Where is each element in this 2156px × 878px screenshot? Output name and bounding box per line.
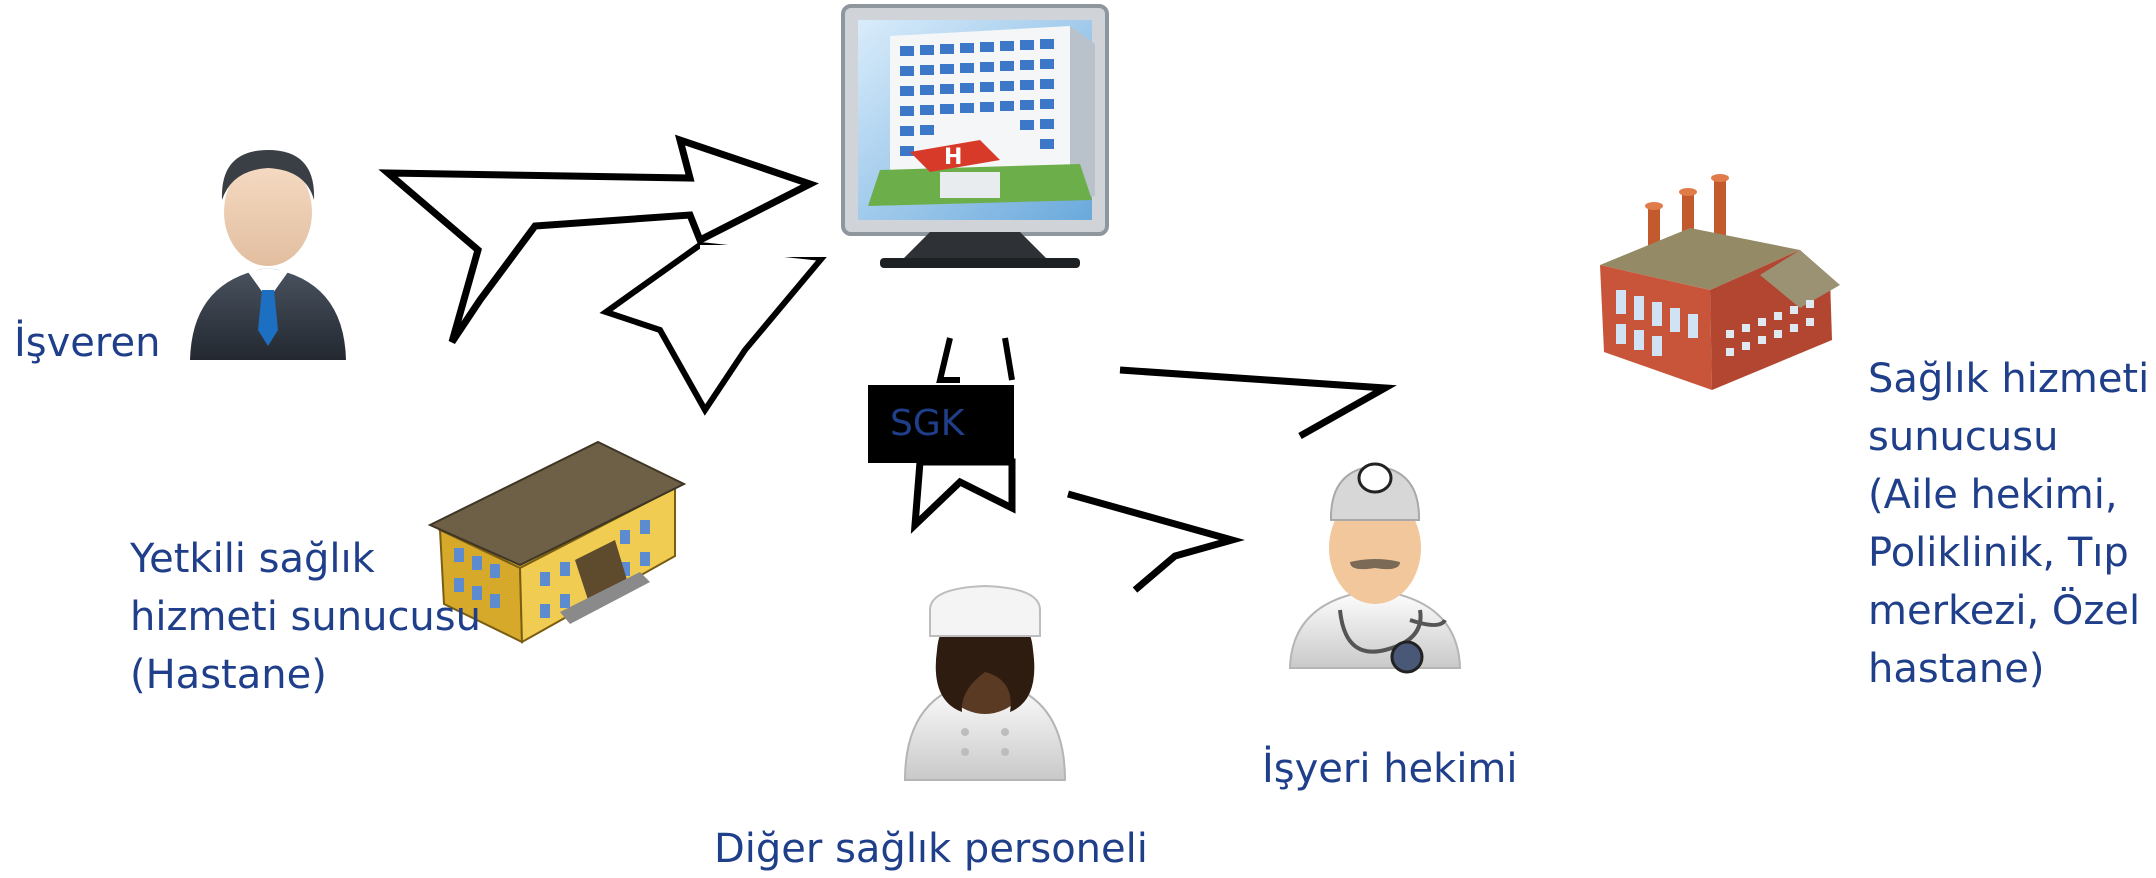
hospital-monitor-icon: H: [841, 4, 1109, 268]
nurse-icon: [903, 584, 1067, 781]
authorized-provider-label: Yetkili sağlık hizmeti sunucusu (Hastane…: [130, 530, 481, 704]
authorized-provider-line-1: Yetkili sağlık: [130, 536, 375, 582]
svg-text:H: H: [944, 145, 962, 170]
arrow-provider-to-hospital: [599, 241, 860, 416]
health-provider-line-6: hastane): [1868, 646, 2045, 692]
factory-icon: [1600, 174, 1840, 390]
businessman-icon: [190, 150, 346, 360]
arrow-sgk-to-provider: [1119, 366, 1397, 440]
health-provider-label: Sağlık hizmeti sunucusu (Aile hekimi, Po…: [1868, 350, 2149, 698]
other-staff-label: Diğer sağlık personeli: [714, 826, 1148, 872]
health-provider-line-3: (Aile hekimi,: [1868, 472, 2118, 518]
health-provider-line-5: merkezi, Özel: [1868, 588, 2141, 634]
health-provider-line-2: sunucusu: [1868, 414, 2059, 460]
health-provider-line-4: Poliklinik, Tıp: [1868, 530, 2129, 576]
school-building-icon: [427, 440, 687, 644]
employer-label: İşveren: [14, 320, 161, 366]
authorized-provider-line-3: (Hastane): [130, 652, 327, 698]
sgk-box: SGK: [868, 385, 1014, 463]
workplace-doctor-label: İşyeri hekimi: [1262, 746, 1518, 792]
arrow-sgk-to-doctor: [1067, 490, 1245, 593]
authorized-provider-line-2: hizmeti sunucusu: [130, 594, 481, 640]
health-provider-line-1: Sağlık hizmeti: [1868, 356, 2150, 402]
arrow-employer-to-hospital: [378, 134, 819, 344]
doctor-icon: [1288, 462, 1462, 674]
